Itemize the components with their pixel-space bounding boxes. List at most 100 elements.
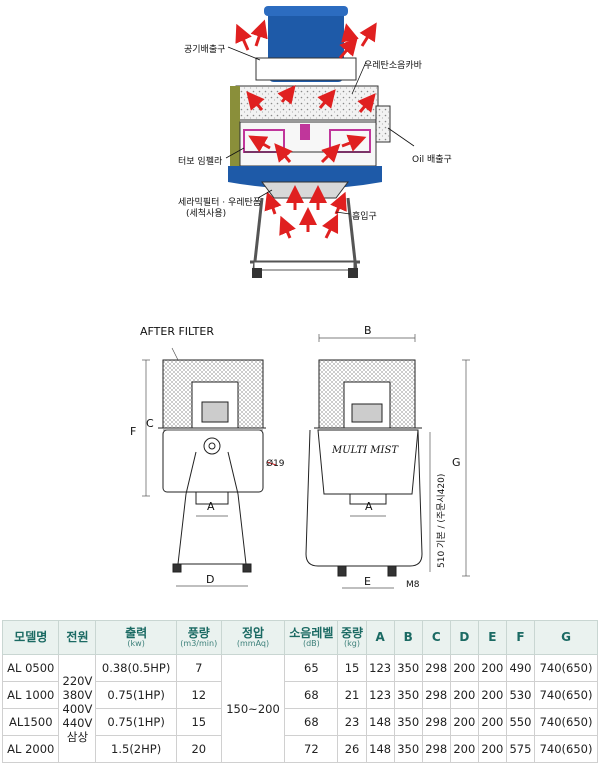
cell-b: 350	[393, 654, 423, 682]
cell-power: 220V 380V 400V 440V 삼상	[58, 654, 97, 763]
cell-f: 575	[505, 735, 536, 763]
cell-a: 123	[365, 681, 395, 709]
cell-f: 550	[505, 708, 536, 736]
power-line: 220V	[62, 673, 93, 688]
cell-weight: 23	[337, 708, 367, 736]
th-d: D	[449, 620, 479, 655]
cell-g: 740(650)	[534, 735, 598, 763]
dim-a-front-label: A	[207, 500, 215, 513]
th-f: F	[505, 620, 536, 655]
cell-noise: 68	[284, 708, 339, 736]
table-header-row: 모델명 전원 출력(kw) 풍량(m3/min) 정압(mmAq) 소음레벨(d…	[1, 620, 598, 655]
th-a: A	[365, 620, 395, 655]
cell-c: 298	[421, 654, 451, 682]
airflow-arrows	[235, 19, 377, 239]
label-intake: 흡입구	[352, 212, 377, 222]
cell-c: 298	[421, 735, 451, 763]
cell-c: 298	[421, 681, 451, 709]
th-b: B	[393, 620, 423, 655]
cell-g: 740(650)	[534, 654, 598, 682]
cell-d: 200	[449, 708, 479, 736]
spec-table: 모델명 전원 출력(kw) 풍량(m3/min) 정압(mmAq) 소음레벨(d…	[1, 620, 598, 763]
cell-f: 490	[505, 654, 536, 682]
cell-output: 0.75(1HP)	[95, 708, 177, 736]
cell-b: 350	[393, 708, 423, 736]
label-filter-line1: 세라믹필터 · 우레탄폼	[178, 198, 262, 208]
th-weight: 중량(kg)	[337, 620, 367, 655]
after-filter-label: AFTER FILTER	[140, 325, 214, 338]
cell-f: 530	[505, 681, 536, 709]
cell-c: 298	[421, 708, 451, 736]
cell-e: 200	[477, 708, 507, 736]
cell-airflow: 12	[175, 681, 222, 709]
cell-e: 200	[477, 654, 507, 682]
table-row: AL 2000 1.5(2HP) 20 72 26 148 350 298 20…	[1, 735, 598, 763]
cell-a: 148	[365, 735, 395, 763]
cell-noise: 65	[284, 654, 339, 682]
table-row: AL 1000 0.75(1HP) 12 68 21 123 350 298 2…	[1, 681, 598, 709]
th-model: 모델명	[1, 620, 60, 655]
dim-e-label: E	[364, 575, 371, 588]
bolt-label: M8	[406, 580, 420, 590]
th-pressure: 정압(mmAq)	[220, 620, 286, 655]
cell-weight: 26	[337, 735, 367, 763]
brand-label: MULTI MIST	[332, 445, 399, 456]
cell-g: 740(650)	[534, 681, 598, 709]
height-note-label: 510 기본 / (주문시420)	[437, 473, 447, 568]
cell-d: 200	[449, 681, 479, 709]
th-g: G	[534, 620, 598, 655]
cell-d: 200	[449, 735, 479, 763]
front-housing	[162, 429, 264, 493]
label-exhaust: 공기배출구	[184, 45, 226, 55]
cell-output: 0.75(1HP)	[95, 681, 177, 709]
cell-d: 200	[449, 654, 479, 682]
cell-airflow: 15	[175, 708, 222, 736]
cell-model: AL 2000	[1, 735, 60, 763]
side-housing	[317, 429, 419, 495]
cell-model: AL 0500	[1, 654, 60, 682]
th-output: 출력(kw)	[95, 620, 177, 655]
dim-c-label: C	[146, 417, 154, 430]
cell-noise: 72	[284, 735, 339, 763]
label-urethane-cover: 우레탄소음카바	[364, 61, 422, 71]
power-line: 440V	[62, 715, 93, 730]
cell-weight: 21	[337, 681, 367, 709]
cell-a: 148	[365, 708, 395, 736]
th-airflow: 풍량(m3/min)	[175, 620, 222, 655]
dim-b-label: B	[364, 324, 372, 337]
hole-label: Ø19	[266, 459, 285, 469]
oil-outlet-fitting	[375, 105, 391, 143]
th-noise: 소음레벨(dB)	[284, 620, 339, 655]
dim-a-side-label: A	[365, 500, 373, 513]
label-filter-line2: (세척사용)	[186, 209, 227, 219]
label-oil-outlet: Oil 배출구	[412, 155, 452, 165]
cell-airflow: 7	[175, 654, 222, 682]
cell-output: 1.5(2HP)	[95, 735, 177, 763]
cell-noise: 68	[284, 681, 339, 709]
cell-model: AL 1000	[1, 681, 60, 709]
cutaway-diagram	[225, 6, 415, 278]
power-line: 380V	[62, 687, 93, 702]
cell-a: 123	[365, 654, 395, 682]
cell-weight: 15	[337, 654, 367, 682]
power-line: 400V	[62, 701, 93, 716]
cell-e: 200	[477, 735, 507, 763]
cell-b: 350	[393, 681, 423, 709]
th-c: C	[421, 620, 451, 655]
cell-airflow: 20	[175, 735, 222, 763]
th-power: 전원	[58, 620, 97, 655]
cell-pressure: 150~200	[220, 654, 286, 763]
dimension-drawings	[142, 334, 470, 589]
dim-f-label: F	[130, 425, 137, 438]
label-turbo-impeller: 터보 임펠라	[178, 157, 223, 167]
power-line: 삼상	[66, 729, 89, 744]
table-row: AL 0500 220V 380V 400V 440V 삼상 0.38(0.5H…	[1, 654, 598, 763]
cell-g: 740(650)	[534, 708, 598, 736]
cell-b: 350	[393, 735, 423, 763]
th-e: E	[477, 620, 507, 655]
dim-g-label: G	[452, 456, 461, 469]
cell-output: 0.38(0.5HP)	[95, 654, 177, 682]
cell-e: 200	[477, 681, 507, 709]
dim-d-label: D	[206, 573, 215, 586]
cell-model: AL1500	[1, 708, 60, 736]
